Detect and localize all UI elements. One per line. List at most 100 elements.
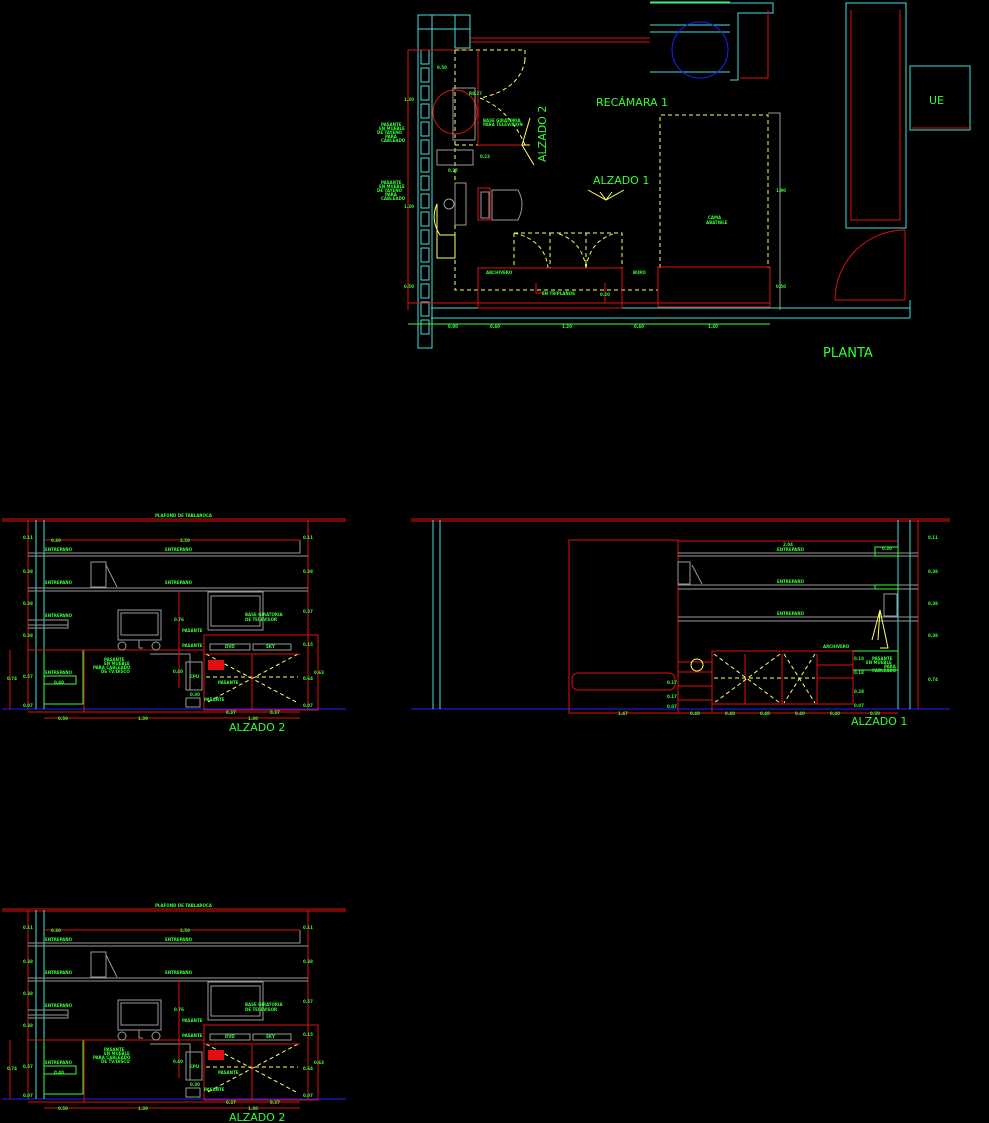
tv-cabinet [203,1024,319,1101]
clock-icon [690,658,704,672]
cad-line [209,1033,251,1041]
cad-line [535,283,606,303]
cad-label: 1.30 [404,97,414,102]
cpu-icon [185,661,203,691]
cad-label: 2.50 [180,928,190,933]
cad-label: 0.38 [23,633,33,638]
cad-label: 0.11 [23,925,33,930]
cad-label: 2.04 [783,542,793,547]
ue-box [909,65,971,131]
cad-line [874,546,899,590]
cad-label: 0.40 [830,711,840,716]
ue-label: UE [929,94,944,107]
left-cabinet [43,1039,84,1095]
cad-label: EN MUEBLE [379,126,405,131]
cad-label: CAMA [708,215,722,220]
cad-label: 0.57 [23,674,33,679]
cad-label: 0.63 [314,670,324,675]
bed: CAMA ABATIBLE [657,112,781,310]
cad-label: CABLEADO [381,138,406,143]
cad-line [185,697,201,708]
cad-label: PASANTE [182,1033,203,1038]
cad-line [252,1033,292,1041]
cad-label: 0.40 [54,1070,64,1075]
cad-label: BASE GIRATORIA [245,612,283,617]
cad-label: 0.63 [314,1060,324,1065]
top-right-wall [650,1,774,81]
cad-line [454,182,467,226]
cad-line [443,198,455,210]
cad-label: EN MUEBLE [379,184,405,189]
cad-label: BASE GIRATORIA [245,1002,283,1007]
cad-label: ARCHIVERO [486,270,513,275]
cad-line [835,230,906,301]
cad-label: 1.30 [138,1106,148,1111]
cad-label: ENTREPAÑO [45,1060,73,1065]
cad-label: 0.40 [173,669,183,674]
cad-line [454,14,471,49]
cpu-icon [185,1051,203,1081]
tv-cabinet [203,634,319,711]
room-label: RECÁMARA 1 [596,96,668,109]
cad-label: 0.40 [795,711,805,716]
cad-line [657,266,771,308]
cad-label: DE TAYENO [377,188,403,193]
alzado2-title: ALZADO 2 [229,721,285,734]
cad-line [105,954,118,978]
door-swing [834,229,906,301]
doors [513,232,623,269]
cad-line [480,191,490,219]
cad-line [35,520,45,709]
cad-label: 0.38 [928,633,938,638]
cad-line [659,114,769,268]
cad-line [208,660,224,670]
cad-line [411,518,950,522]
cad-label: 0.40 [490,324,500,329]
cad-label: 0.15 [303,1032,313,1037]
cad-line [407,49,470,310]
cad-label: 1.30 [404,204,414,209]
cad-label: 0.38 [23,569,33,574]
cad-label: 0.30 [51,928,61,933]
cad-label: PASANTE [182,628,203,633]
cad-label: 0.28 [854,689,864,694]
cad-line [28,649,300,713]
cad-label: 0.38 [23,601,33,606]
cad-label: DVD [225,1034,235,1039]
cad-line [44,675,77,685]
cad-line [455,59,526,146]
cad-line [2,518,346,522]
cad-line [678,552,918,622]
alzado-2-elevation-copy: PLAFOND DE TABLAROCA ENTREPAÑO ENTREPAÑO… [2,903,346,1123]
cad-label: 0.37 [270,710,280,715]
cad-label: EN MUEBLE [866,660,892,665]
cad-label: R0.27 [469,91,482,96]
cad-line [691,564,703,585]
cad-label: 0.38 [928,601,938,606]
books-icon [90,561,107,588]
cad-label: 0.50 [404,284,414,289]
cad-label: BASE GIRATORIA [483,118,521,123]
cad-line [477,50,525,146]
cad-label: 0.40 [760,711,770,716]
cad-label: PARA CABLEADO [93,1055,131,1060]
cad-label: BURO [633,270,646,275]
cad-label: 0.07 [303,1093,313,1098]
cad-label: 0.11 [303,925,313,930]
plan-title: PLANTA [823,346,873,361]
cad-label: 0.18 [854,656,864,661]
cad-label: 0.50 [437,65,447,70]
cad-label: 0.07 [23,1093,33,1098]
cad-line [210,985,261,1017]
cad-line [105,564,118,588]
cad-label: PASANTE [218,1070,239,1075]
cad-label: EN MUEBLE [104,1051,130,1056]
cad-line [120,612,159,636]
alzado-1-elevation: 2.04 0.30 ENTREPAÑO ENTREPAÑO ENTREPAÑO … [411,518,950,728]
alzado1-title: ALZADO 1 [851,715,907,728]
cad-label: ABATIBLE [706,220,728,225]
books-icon [90,951,107,978]
cad-line [470,37,650,43]
cad-label: 0.76 [174,617,184,622]
cad-label: ENTREPAÑO [45,1003,73,1008]
